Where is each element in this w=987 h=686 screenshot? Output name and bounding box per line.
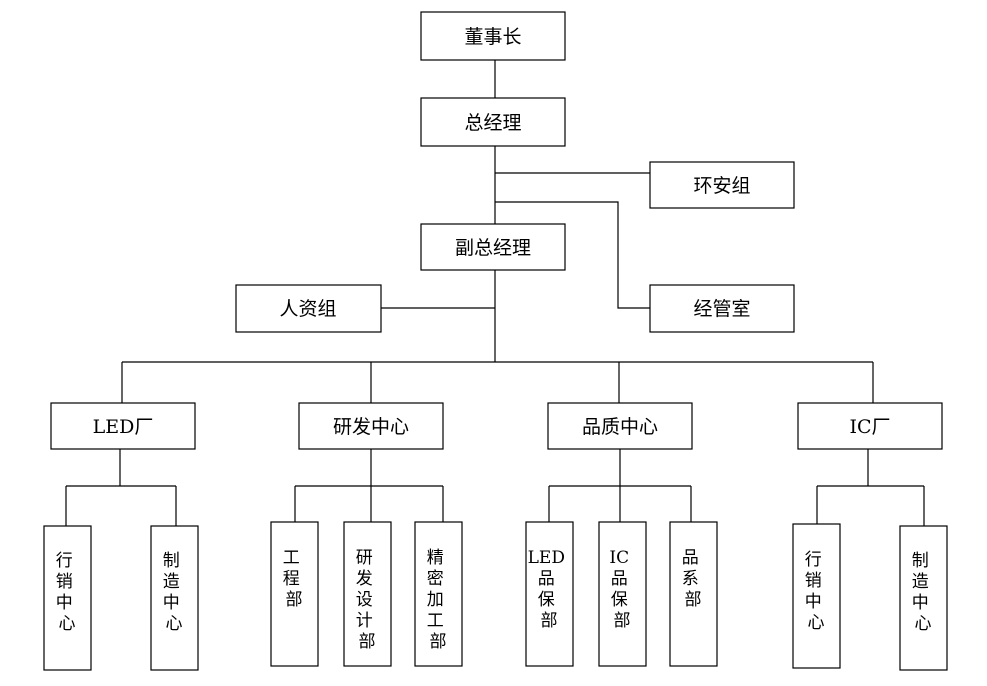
node-ic-mfg: 制 造 中 心: [899, 525, 948, 671]
node-mgmt-label: 经管室: [693, 298, 750, 320]
node-eng-label: 工 程 部: [283, 548, 305, 610]
node-ic-label: IC厂: [849, 416, 890, 438]
node-ic-sales: 行 销 中 心: [792, 523, 841, 669]
node-precision: 精 密 加 工 部: [414, 521, 463, 667]
node-gm-label: 总经理: [464, 112, 521, 134]
node-hr: 人资组: [235, 284, 382, 333]
node-led-mfg-label: 制 造 中 心: [163, 551, 185, 634]
node-vgm: 副总经理: [420, 223, 566, 271]
node-ic-sales-label: 行 销 中 心: [805, 550, 827, 633]
node-qa-sys: 品 系 部: [669, 521, 718, 667]
node-rd: 研发中心: [298, 402, 444, 450]
node-ic-qa-label: IC 品 保 部: [609, 548, 634, 631]
node-hr-label: 人资组: [279, 298, 336, 320]
node-led: LED厂: [50, 402, 196, 450]
node-eng: 工 程 部: [270, 521, 319, 667]
node-rd-design-label: 研 发 设 计 部: [356, 548, 378, 652]
node-precision-label: 精 密 加 工 部: [427, 548, 449, 652]
node-rd-design: 研 发 设 计 部: [343, 521, 392, 667]
node-led-mfg: 制 造 中 心: [150, 525, 199, 671]
node-vgm-label: 副总经理: [455, 237, 531, 259]
node-env-label: 环安组: [693, 175, 750, 197]
node-rd-label: 研发中心: [333, 416, 409, 438]
node-env: 环安组: [649, 161, 795, 209]
node-chairman: 董事长: [420, 11, 566, 61]
node-qa-label: 品质中心: [582, 416, 658, 438]
node-led-label: LED厂: [93, 416, 154, 438]
node-ic-mfg-label: 制 造 中 心: [912, 551, 934, 634]
node-gm: 总经理: [420, 97, 566, 147]
node-ic: IC厂: [797, 402, 943, 450]
node-chairman-label: 董事长: [464, 26, 521, 48]
node-ic-qa: IC 品 保 部: [598, 521, 647, 667]
node-qa: 品质中心: [547, 402, 693, 450]
node-led-sales: 行 销 中 心: [43, 525, 92, 671]
node-led-sales-label: 行 销 中 心: [56, 551, 78, 634]
node-led-qa-label: LED 品 保 部: [528, 548, 571, 631]
node-qa-sys-label: 品 系 部: [682, 548, 704, 610]
node-led-qa: LED 品 保 部: [525, 521, 574, 667]
connectors: [65, 60, 925, 526]
node-mgmt: 经管室: [649, 284, 795, 333]
connector-mgmt: [495, 201, 650, 309]
